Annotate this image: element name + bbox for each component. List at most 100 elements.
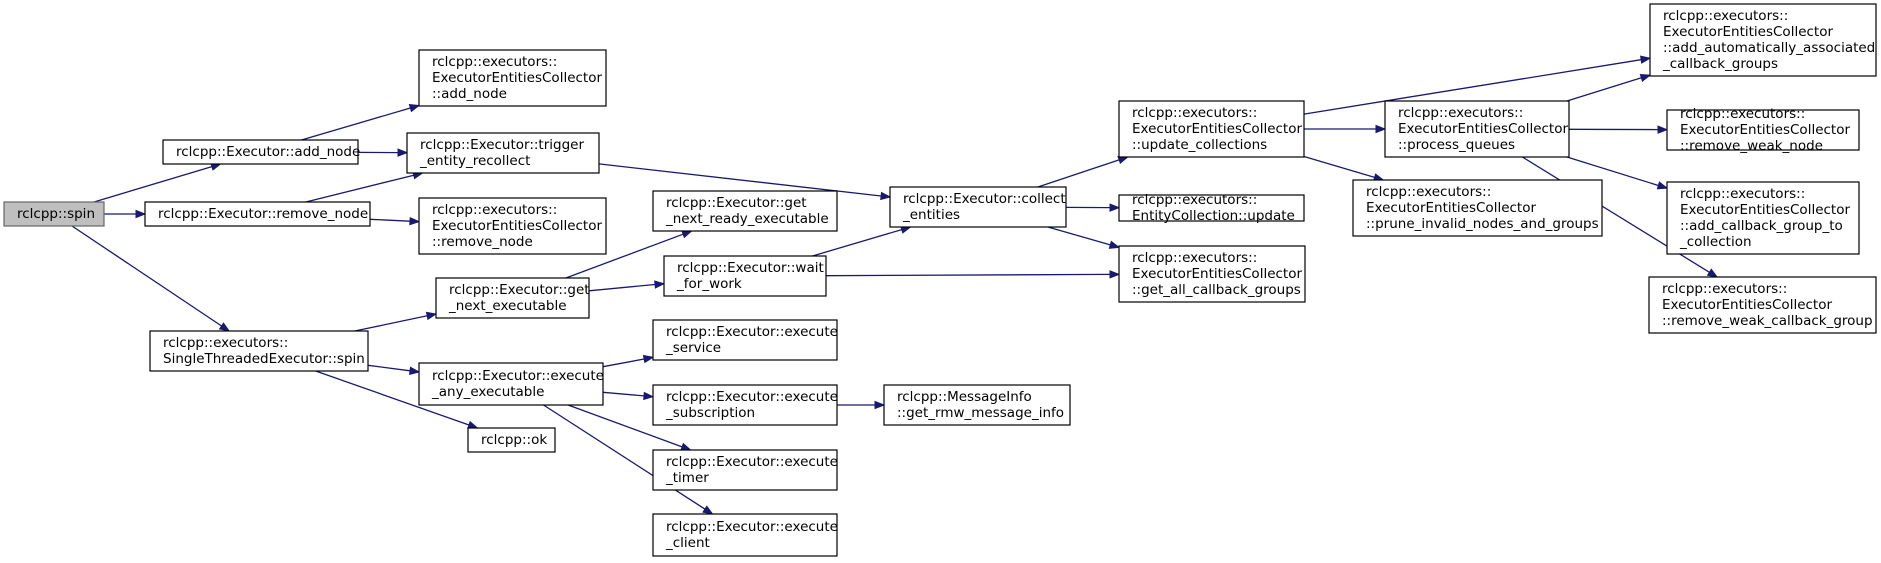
node-label-line: ExecutorEntitiesCollector bbox=[1366, 200, 1536, 216]
node-label-line: rclcpp::executors:: bbox=[1366, 184, 1491, 200]
node-label-line: _service bbox=[665, 340, 721, 356]
node-label-line: ExecutorEntitiesCollector bbox=[1662, 297, 1832, 313]
node-label-line: ::remove_weak_callback_group bbox=[1662, 313, 1873, 329]
node-label-line: ::get_all_callback_groups bbox=[1132, 282, 1301, 298]
edge-exec-add-node-to-trigger bbox=[357, 148, 409, 157]
node-label-line: rclcpp::executors:: bbox=[1398, 105, 1523, 121]
node-exec-remove-node[interactable]: rclcpp::Executor::remove_node bbox=[144, 201, 371, 227]
node-label-line: ::add_node bbox=[432, 86, 507, 102]
edge-update-collections-to-process-queues bbox=[1304, 124, 1387, 134]
node-label-line: ExecutorEntitiesCollector bbox=[1680, 122, 1850, 138]
node-get-next-ready[interactable]: rclcpp::Executor::get_next_ready_executa… bbox=[652, 190, 838, 232]
edge-exec-any-to-exec-subscription bbox=[602, 391, 655, 401]
node-box bbox=[1118, 100, 1305, 158]
node-label-line: ExecutorEntitiesCollector bbox=[1132, 266, 1302, 282]
edge-exec-subscription-to-msginfo bbox=[837, 400, 886, 410]
node-label-line: rclcpp::executors:: bbox=[163, 335, 288, 351]
node-spin[interactable]: rclcpp::spin bbox=[3, 201, 105, 227]
node-label-line: ::remove_node bbox=[432, 234, 533, 250]
node-exec-subscription[interactable]: rclcpp::Executor::execute_subscription bbox=[652, 384, 838, 426]
node-box bbox=[162, 139, 359, 165]
node-exec-add-node[interactable]: rclcpp::Executor::add_node bbox=[162, 139, 360, 165]
node-label-line: ExecutorEntitiesCollector bbox=[432, 70, 602, 86]
node-eec-remove-node[interactable]: rclcpp::executors::ExecutorEntitiesColle… bbox=[418, 197, 607, 255]
node-label-line: ::prune_invalid_nodes_and_groups bbox=[1366, 216, 1599, 232]
node-collect[interactable]: rclcpp::Executor::collect_entities bbox=[889, 186, 1067, 228]
node-exec-timer[interactable]: rclcpp::Executor::execute_timer bbox=[652, 449, 838, 491]
node-label-line: rclcpp::Executor::trigger bbox=[420, 137, 584, 153]
node-exec-client[interactable]: rclcpp::Executor::execute_client bbox=[652, 513, 838, 557]
node-label-line: _for_work bbox=[676, 276, 742, 292]
node-exec-any[interactable]: rclcpp::Executor::execute_any_executable bbox=[418, 362, 604, 406]
node-label-line: rclcpp::executors:: bbox=[1662, 281, 1787, 297]
node-box bbox=[652, 449, 838, 491]
node-label-line: rclcpp::executors:: bbox=[1663, 8, 1788, 24]
node-label-line: rclcpp::Executor::collect bbox=[903, 191, 1066, 207]
node-get-all-cb[interactable]: rclcpp::executors::ExecutorEntitiesColle… bbox=[1118, 245, 1306, 303]
node-label-line: _entity_recollect bbox=[419, 153, 530, 169]
node-prune[interactable]: rclcpp::executors::ExecutorEntitiesColle… bbox=[1352, 179, 1603, 237]
node-label-line: rclcpp::Executor::remove_node bbox=[158, 206, 368, 222]
node-box bbox=[418, 197, 607, 255]
node-label-line: rclcpp::Executor::execute bbox=[666, 519, 838, 535]
node-label-line: _entities bbox=[902, 207, 960, 223]
node-box bbox=[889, 186, 1067, 228]
edge-process-queues-to-add-auto bbox=[1566, 73, 1652, 102]
node-box bbox=[149, 330, 369, 372]
node-label-line: rclcpp::Executor::execute bbox=[666, 389, 838, 405]
node-add-auto[interactable]: rclcpp::executors::ExecutorEntitiesColle… bbox=[1649, 3, 1877, 77]
node-box bbox=[1384, 100, 1570, 158]
node-box bbox=[883, 384, 1071, 426]
node-box bbox=[1118, 245, 1306, 303]
node-label-line: ExecutorEntitiesCollector bbox=[1680, 202, 1850, 218]
edge-process-queues-to-add-cb-group bbox=[1566, 156, 1669, 190]
node-msginfo[interactable]: rclcpp::MessageInfo::get_rmw_message_inf… bbox=[883, 384, 1071, 426]
node-label-line: rclcpp::Executor::get bbox=[449, 282, 590, 298]
node-box bbox=[144, 201, 371, 227]
node-label-line: ::update_collections bbox=[1132, 137, 1267, 153]
node-wait-for-work[interactable]: rclcpp::Executor::wait_for_work bbox=[663, 255, 827, 297]
node-label-line: rclcpp::Executor::wait bbox=[677, 260, 824, 276]
node-label-line: _subscription bbox=[665, 405, 755, 421]
node-process-queues[interactable]: rclcpp::executors::ExecutorEntitiesColle… bbox=[1384, 100, 1570, 158]
edge-exec-remove-node-to-eec-remove-node bbox=[369, 216, 421, 226]
node-label-line: rclcpp::Executor::execute bbox=[666, 324, 838, 340]
node-label-line: rclcpp::MessageInfo bbox=[897, 389, 1032, 405]
node-label-line: EntityCollection::update bbox=[1132, 208, 1295, 224]
edge-collect-to-update-collections bbox=[1037, 155, 1129, 188]
node-ok[interactable]: rclcpp::ok bbox=[467, 427, 556, 453]
edge-update-collections-to-prune bbox=[1303, 155, 1385, 182]
edge-get-next-exec-to-wait-for-work bbox=[588, 280, 666, 292]
edge-ste-spin-to-get-next-exec bbox=[354, 311, 438, 332]
node-label-line: rclcpp::ok bbox=[481, 432, 547, 448]
node-box bbox=[435, 277, 590, 319]
node-ste-spin[interactable]: rclcpp::executors::SingleThreadedExecuto… bbox=[149, 330, 369, 372]
node-box bbox=[652, 384, 838, 426]
node-exec-service[interactable]: rclcpp::Executor::execute_service bbox=[652, 319, 838, 361]
node-label-line: ::remove_weak_node bbox=[1680, 138, 1823, 154]
node-label-line: _any_executable bbox=[431, 384, 544, 400]
node-update-collections[interactable]: rclcpp::executors::ExecutorEntitiesColle… bbox=[1118, 100, 1305, 158]
nodes-layer: rclcpp::spinrclcpp::Executor::add_noderc… bbox=[3, 3, 1877, 557]
node-trigger[interactable]: rclcpp::Executor::trigger_entity_recolle… bbox=[406, 132, 600, 174]
node-box bbox=[3, 201, 105, 227]
node-label-line: _next_executable bbox=[448, 298, 567, 314]
node-label-line: ExecutorEntitiesCollector bbox=[1663, 24, 1833, 40]
node-label-line: SingleThreadedExecutor::spin bbox=[163, 351, 365, 367]
node-eec-add-node[interactable]: rclcpp::executors::ExecutorEntitiesColle… bbox=[418, 49, 607, 107]
edge-ste-spin-to-exec-any bbox=[367, 364, 421, 375]
node-ec-update[interactable]: rclcpp::executors::EntityCollection::upd… bbox=[1118, 192, 1305, 224]
node-get-next-exec[interactable]: rclcpp::Executor::get_next_executable bbox=[435, 277, 590, 319]
node-box bbox=[652, 190, 838, 232]
node-label-line: _client bbox=[665, 535, 710, 551]
node-remove-weak-node[interactable]: rclcpp::executors::ExecutorEntitiesColle… bbox=[1666, 106, 1860, 154]
node-label-line: _collection bbox=[1679, 234, 1752, 250]
node-box bbox=[1666, 109, 1860, 151]
edge-wait-for-work-to-get-all-cb bbox=[825, 270, 1121, 279]
node-box bbox=[418, 49, 607, 107]
node-remove-weak-cb[interactable]: rclcpp::executors::ExecutorEntitiesColle… bbox=[1648, 276, 1877, 334]
node-box bbox=[1649, 3, 1877, 77]
node-add-cb-group[interactable]: rclcpp::executors::ExecutorEntitiesColle… bbox=[1666, 181, 1860, 255]
edge-collect-to-get-all-cb bbox=[1047, 226, 1121, 249]
